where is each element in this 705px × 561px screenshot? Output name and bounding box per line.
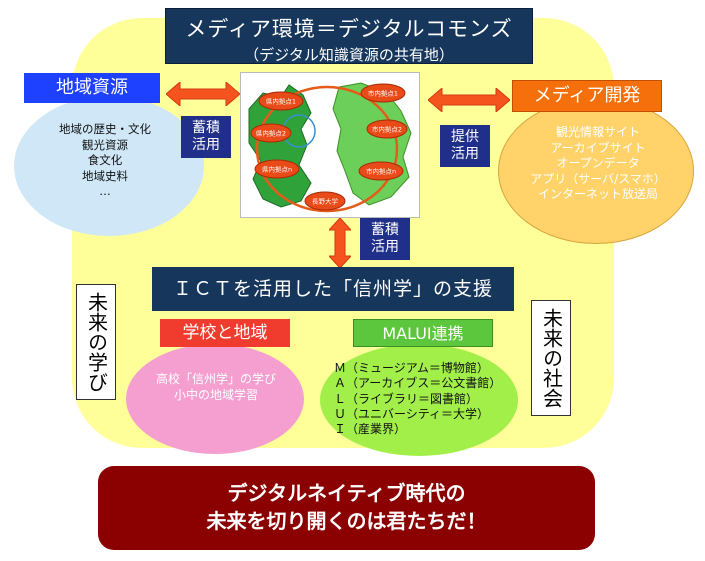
node-marker — [250, 123, 292, 143]
school-region-ellipse — [126, 344, 304, 454]
node-label: 市内拠点2 — [372, 125, 402, 134]
region-resources-list: 地域の歴史・文化 観光資源 食文化 地域史料 … — [30, 122, 180, 200]
school-region-list: 高校「信州学」の学び 小中の地域学習 — [136, 372, 296, 403]
node-marker — [360, 83, 406, 103]
slogan-line-2: 未来を切り開くのは君たちだ！ — [206, 509, 487, 533]
school-region-label: 学校と地域 — [160, 319, 290, 347]
label-line: 提供 — [451, 129, 479, 145]
malui-ellipse — [320, 344, 518, 456]
region-item: 地域史料 — [82, 168, 128, 183]
network-ring — [255, 85, 399, 213]
label-line: 活用 — [371, 239, 399, 255]
node-marker — [358, 161, 404, 181]
media-development-list: 観光情報サイト アーカイブサイト オープンデータ アプリ（サーバ/スマホ） イン… — [512, 125, 684, 203]
node-label: 県内拠点n — [262, 165, 292, 174]
node-marker — [304, 191, 346, 211]
node-label: 県内拠点2 — [256, 129, 286, 138]
slogan-box: デジタルネイティブ時代の 未来を切り開くのは君たちだ！ — [98, 466, 595, 550]
ict-support-box: ＩＣＴを活用した「信州学」の支援 — [152, 267, 514, 311]
school-item: 小中の地域学習 — [173, 387, 258, 402]
map-illustration: 県内拠点1 県内拠点2 県内拠点n 市内拠点1 市内拠点2 市内拠点n 長野大学 — [240, 72, 420, 218]
media-environment-title: メディア環境＝デジタルコモンズ （デジタル知識資源の共有地） — [165, 8, 533, 64]
media-item: インターネット放送局 — [537, 187, 658, 201]
node-label: 市内拠点n — [366, 167, 396, 176]
accumulate-use-center-label: 蓄積 活用 — [360, 218, 410, 260]
accumulate-use-left-label: 蓄積 活用 — [181, 116, 231, 158]
region-item: … — [99, 184, 111, 198]
region-item: 観光資源 — [82, 137, 128, 152]
provide-use-label: 提供 活用 — [440, 125, 490, 167]
malui-label: MALUI連携 — [353, 319, 493, 347]
region-item: 地域の歴史・文化 — [59, 122, 151, 136]
malui-item: Ｍ（ミュージアム＝博物館） — [334, 361, 489, 375]
slogan-line-1: デジタルネイティブ時代の — [227, 481, 466, 505]
media-item: 観光情報サイト — [555, 125, 640, 139]
region-resources-ellipse — [14, 96, 204, 236]
node-label: 長野大学 — [312, 197, 339, 206]
node-label: 県内拠点1 — [266, 97, 296, 106]
media-item: アーカイブサイト — [550, 140, 646, 155]
malui-list: Ｍ（ミュージアム＝博物館） Ａ（アーカイブス＝公文書館） Ｌ（ライブラリ＝図書館… — [334, 361, 524, 437]
vertical-double-arrow — [329, 218, 351, 268]
media-development-label: メディア開発 — [512, 80, 662, 112]
right-double-arrow — [428, 88, 510, 112]
region-item: 食文化 — [87, 153, 123, 167]
malui-item: Ｌ（ライブラリ＝図書館） — [334, 391, 479, 406]
future-learning-box: 未来の学び — [76, 284, 116, 400]
region-resources-label: 地域資源 — [24, 73, 160, 103]
school-item: 高校「信州学」の学び — [155, 372, 276, 386]
title-main: メディア環境＝デジタルコモンズ — [185, 17, 513, 41]
node-label: 市内拠点1 — [368, 89, 398, 98]
malui-item: Ｉ（産業界） — [334, 422, 407, 437]
label-line: 蓄積 — [371, 222, 399, 238]
future-society-box: 未来の社会 — [531, 300, 571, 416]
left-double-arrow — [166, 82, 240, 106]
media-item: アプリ（サーバ/スマホ） — [530, 171, 666, 186]
media-item: オープンデータ — [556, 156, 640, 170]
label-line: 活用 — [192, 137, 220, 153]
media-development-ellipse — [498, 98, 694, 244]
label-line: 活用 — [451, 146, 479, 162]
malui-item: Ｕ（ユニバーシティ＝大学） — [334, 406, 490, 421]
node-marker — [254, 159, 300, 179]
label-line: 蓄積 — [192, 120, 220, 136]
malui-item: Ａ（アーカイブス＝公文書館） — [334, 376, 502, 391]
node-marker — [366, 119, 408, 139]
node-marker — [258, 91, 304, 111]
title-sub: （デジタル知識資源の共有地） — [244, 46, 454, 64]
